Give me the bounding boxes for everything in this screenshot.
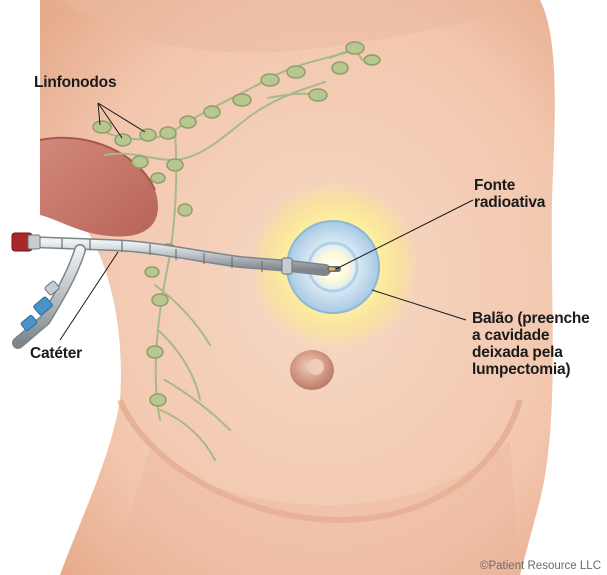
copyright-credit: ©Patient Resource LLC (480, 560, 601, 572)
nipple-tip (308, 359, 324, 375)
label-balloon: Balão (preenche a cavidade deixada pela … (472, 310, 590, 378)
label-radioactive-source: Fonte radioativa (474, 177, 545, 211)
label-catheter: Catéter (30, 345, 82, 362)
label-lymph-nodes: Linfonodos (34, 74, 116, 91)
